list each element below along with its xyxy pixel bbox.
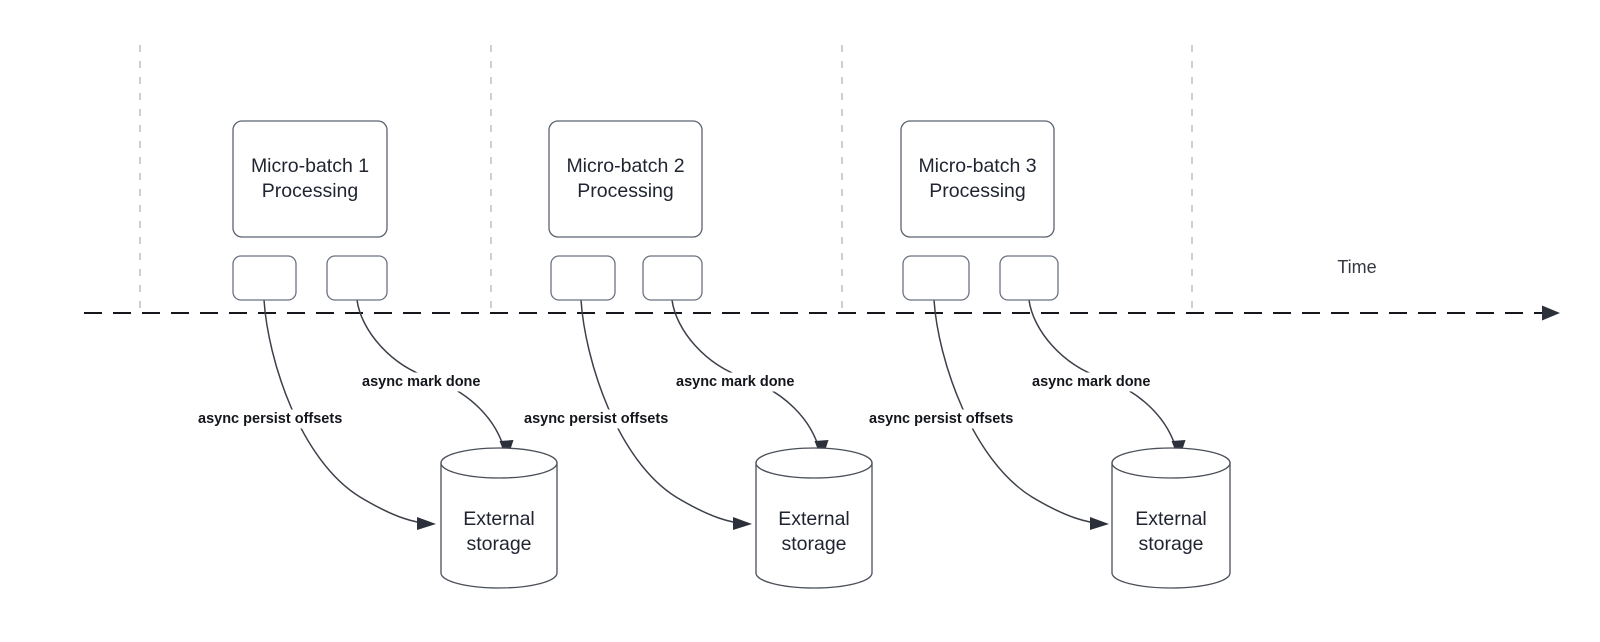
group-2-processing-box[interactable] <box>548 120 703 238</box>
edge-mark-done-1-label: async mark done <box>362 374 480 390</box>
edge-persist-offsets-1-path <box>263 299 433 525</box>
group-3-batch-title: Micro-batch 3 <box>918 155 1036 177</box>
chip-persist-2[interactable] <box>550 255 616 301</box>
group-3-storage-cylinder-body[interactable] <box>1111 462 1231 589</box>
edge-persist-offsets-2-arrowhead <box>733 517 752 530</box>
divider-layer <box>139 45 1193 313</box>
group-1-processing-box[interactable] <box>232 120 388 238</box>
group-3-storage-cylinder-top <box>1111 447 1231 479</box>
group-2-storage-cylinder-top <box>755 447 873 479</box>
group-3-batch-subtitle: Processing <box>929 180 1025 202</box>
edge-mark-done-3-label: async mark done <box>1032 374 1150 390</box>
timeline-layer: Time <box>84 257 1560 321</box>
edge-persist-offsets-2-path <box>580 299 749 525</box>
edge-mark-done-2-label-backdrop <box>673 372 798 392</box>
chip-persist-1[interactable] <box>232 255 297 301</box>
group-2-storage-label-line2: storage <box>781 533 846 555</box>
edge-persist-offsets-3-path <box>933 299 1106 525</box>
chip-markdone-1[interactable] <box>326 255 388 301</box>
group-3-storage-label-line1: External <box>1135 508 1207 530</box>
group-1-storage-label-line1: External <box>463 508 535 530</box>
chip-markdone-2[interactable] <box>642 255 703 301</box>
edge-persist-offsets-1-label-backdrop <box>195 409 346 429</box>
edge-persist-offsets-1-arrowhead <box>417 517 436 530</box>
edge-persist-offsets-2-label-backdrop <box>521 409 672 429</box>
time-axis-arrowhead <box>1542 305 1560 321</box>
edge-persist-offsets-1-label: async persist offsets <box>198 411 342 427</box>
flow-edge-layer <box>263 299 1186 530</box>
group-1-batch-subtitle: Processing <box>262 180 358 202</box>
edge-persist-offsets-3-label-backdrop <box>866 409 1017 429</box>
edge-mark-done-3-label-backdrop <box>1029 372 1154 392</box>
edge-mark-done-2-label: async mark done <box>676 374 794 390</box>
group-1-storage-label-line2: storage <box>466 533 531 555</box>
group-2-storage-label-line1: External <box>778 508 850 530</box>
group-1-batch-title: Micro-batch 1 <box>251 155 369 177</box>
edge-persist-offsets-2-label: async persist offsets <box>524 411 668 427</box>
group-1-storage-cylinder-top <box>440 447 558 479</box>
group-3-storage-label-line2: storage <box>1138 533 1203 555</box>
chip-markdone-3[interactable] <box>999 255 1059 301</box>
edge-persist-offsets-3-arrowhead <box>1090 517 1109 530</box>
edge-label-layer: async persist offsets async mark done asyn… <box>195 372 1154 429</box>
group-2-storage-cylinder-body[interactable] <box>755 462 873 589</box>
group-2-batch-title: Micro-batch 2 <box>566 155 684 177</box>
group-3-processing-box[interactable] <box>900 120 1055 238</box>
edge-mark-done-1-label-backdrop <box>359 372 484 392</box>
chip-persist-3[interactable] <box>902 255 970 301</box>
group-2-batch-subtitle: Processing <box>577 180 673 202</box>
edge-persist-offsets-3-label: async persist offsets <box>869 411 1013 427</box>
time-axis-label: Time <box>1337 257 1376 277</box>
group-1-storage-cylinder-body[interactable] <box>440 462 558 589</box>
